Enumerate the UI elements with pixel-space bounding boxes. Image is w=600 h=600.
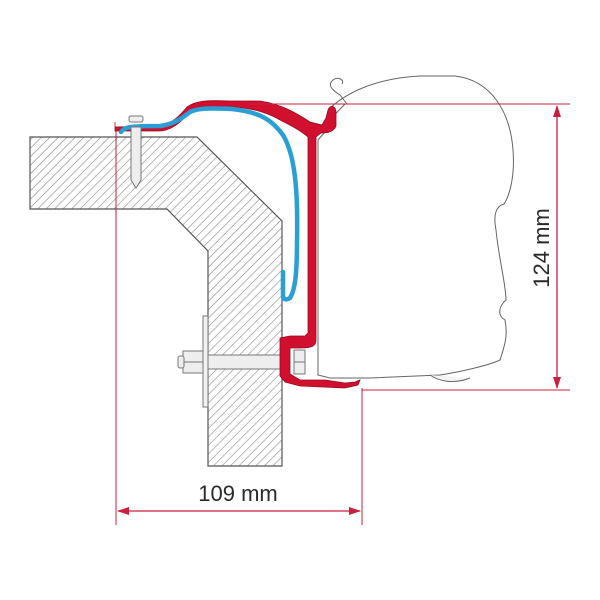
height-label: 124 mm [529,208,554,287]
bolt-tip [177,355,185,369]
awning-hook [329,77,348,105]
washer-plate [202,315,209,408]
seal-strip [118,106,300,302]
screw-head [128,115,144,123]
awning-case [317,75,514,379]
bolt-shaft [207,354,284,370]
width-label: 109 mm [198,481,277,506]
wall-section [29,136,283,467]
screw-shaft [130,126,142,189]
